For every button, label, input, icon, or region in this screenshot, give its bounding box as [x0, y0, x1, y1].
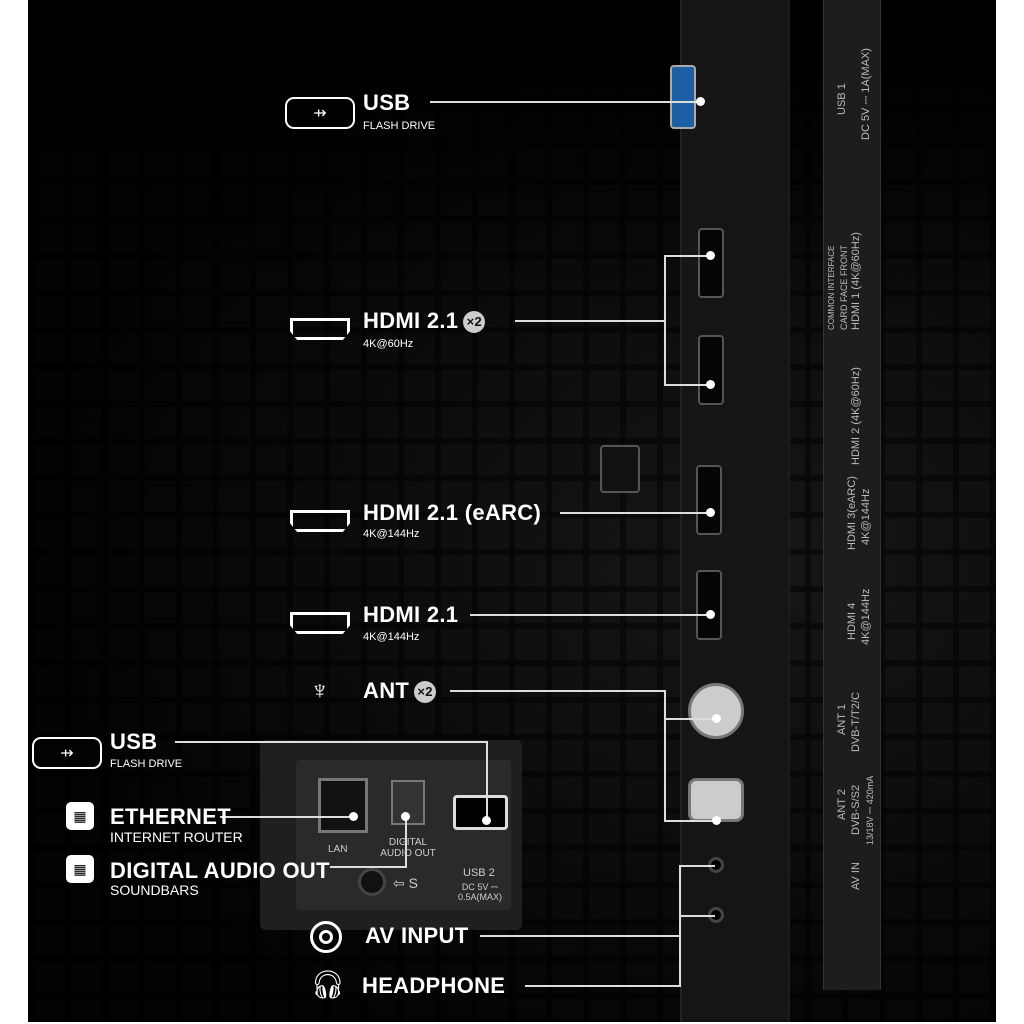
line-av-h	[679, 865, 715, 867]
line-usb2	[175, 741, 487, 743]
count-badge: ×2	[463, 311, 486, 334]
audio-out-label: AUDIO OUT	[380, 848, 436, 859]
hdmi2-port	[698, 335, 724, 405]
line-hp-v	[679, 915, 681, 987]
label-ci2: CARD FACE FRONT	[839, 244, 849, 330]
label-ant2: ANT 2	[836, 789, 848, 820]
av-title: AV INPUT	[365, 923, 469, 948]
line-hdmi4	[470, 614, 710, 616]
usb2-port	[453, 795, 508, 830]
digital-label: DIGITAL	[388, 837, 428, 848]
hdmi1-port	[698, 228, 724, 298]
lan-label: LAN	[328, 844, 348, 855]
dot	[706, 508, 715, 517]
line-av	[480, 935, 680, 937]
headphone-title: HEADPHONE	[362, 973, 506, 998]
line-lan	[220, 816, 355, 818]
audio-subtitle: SOUNDBARS	[110, 882, 199, 898]
label-hdmi1: HDMI 1 (4K@60Hz)	[850, 232, 862, 330]
hdmi-earc-title: HDMI 2.1 (eARC)	[363, 500, 542, 525]
line-hp-h	[679, 915, 715, 917]
hdmi-icon	[290, 510, 350, 532]
dot	[482, 816, 491, 825]
dot	[349, 812, 358, 821]
ant-title: ANT×2	[363, 678, 437, 704]
line-ant2	[664, 820, 716, 822]
label-ant2-power: 13/18V ⎓ 420mA	[865, 775, 875, 845]
line-audio-v	[405, 818, 407, 868]
label-usb1: USB 1	[836, 83, 848, 115]
hdmi4-port	[696, 570, 722, 640]
line-earc	[560, 512, 710, 514]
usb-side-subtitle: FLASH DRIVE	[110, 758, 183, 770]
screw-label: ⇦ S	[393, 875, 418, 891]
screw	[358, 868, 386, 896]
ethernet-subtitle: INTERNET ROUTER	[110, 829, 243, 845]
bracket	[664, 255, 666, 385]
usb-side-title: USB	[110, 729, 158, 754]
audio-out-icon: ▦	[66, 855, 94, 883]
hdmi-pair-title: HDMI 2.1×2	[363, 308, 486, 334]
dot	[706, 610, 715, 619]
headphone-icon: 🎧︎	[310, 969, 346, 1000]
label-ci1: COMMON INTERFACE	[827, 245, 836, 330]
bracket-bottom	[664, 384, 710, 386]
line-hdmi-pair	[515, 320, 665, 322]
label-ant1-spec: DVB-T/T2/C	[850, 692, 862, 752]
dot	[712, 816, 721, 825]
label-hdmi3: HDMI 3(eARC)	[846, 476, 858, 550]
label-ant1: ANT 1	[836, 704, 848, 735]
line-ant	[450, 690, 665, 692]
line-ant1	[664, 718, 716, 720]
usb1-port	[670, 65, 696, 129]
label-ant2-spec: DVB-S/S2	[850, 784, 862, 835]
usb-icon: ⇸	[32, 737, 102, 769]
port-label-strip	[823, 0, 881, 990]
count-badge: ×2	[414, 681, 437, 704]
hdmi-pair-title-text: HDMI 2.1	[363, 308, 459, 333]
antenna-icon: ♆	[310, 675, 330, 705]
line-audio	[330, 866, 406, 868]
hdmi4-subtitle: 4K@144Hz	[363, 631, 420, 643]
lan-port	[318, 778, 368, 833]
hdmi3-port	[696, 465, 722, 535]
label-hdmi4: HDMI 4	[846, 602, 858, 640]
av-icon	[310, 921, 342, 953]
ethernet-icon: ▦	[66, 802, 94, 830]
line-ant-v	[664, 690, 666, 820]
ethernet-title: ETHERNET	[110, 804, 231, 829]
label-hdmi3-spec: 4K@144Hz	[860, 488, 872, 545]
dot	[706, 251, 715, 260]
dot	[696, 97, 705, 106]
usb-icon: ⇸	[285, 97, 355, 129]
usb-subtitle: FLASH DRIVE	[363, 120, 436, 132]
label-hdmi4-spec: 4K@144Hz	[860, 588, 872, 645]
tv-back-panel: USB 1 DC 5V ⎓ 1A(MAX) COMMON INTERFACE C…	[28, 0, 996, 1022]
hdmi-icon	[290, 318, 350, 340]
line-av-v	[679, 865, 681, 937]
label-hdmi2: HDMI 2 (4K@60Hz)	[850, 367, 862, 465]
dot	[401, 812, 410, 821]
dot	[712, 714, 721, 723]
dot	[706, 380, 715, 389]
hdmi4-title: HDMI 2.1	[363, 602, 459, 627]
usb2-power-label: DC 5V ⎓ 0.5A(MAX)	[457, 882, 502, 902]
hdmi-pair-subtitle: 4K@60Hz	[363, 338, 414, 350]
audio-title: DIGITAL AUDIO OUT	[110, 858, 330, 883]
hdmi-earc-subtitle: 4K@144Hz	[363, 528, 420, 540]
label-usb1-power: DC 5V ⎓ 1A(MAX)	[860, 48, 872, 140]
mount-screw	[600, 445, 640, 493]
ant-title-text: ANT	[363, 678, 410, 703]
line-headphone	[525, 985, 681, 987]
line-usb	[430, 101, 700, 103]
hdmi-icon	[290, 612, 350, 634]
label-avin: AV IN	[850, 862, 862, 890]
line-usb2-v	[486, 741, 488, 821]
usb-title: USB	[363, 90, 411, 115]
bracket-top	[664, 255, 710, 257]
ant1-port	[688, 683, 744, 739]
usb2-label: USB 2	[463, 867, 495, 879]
